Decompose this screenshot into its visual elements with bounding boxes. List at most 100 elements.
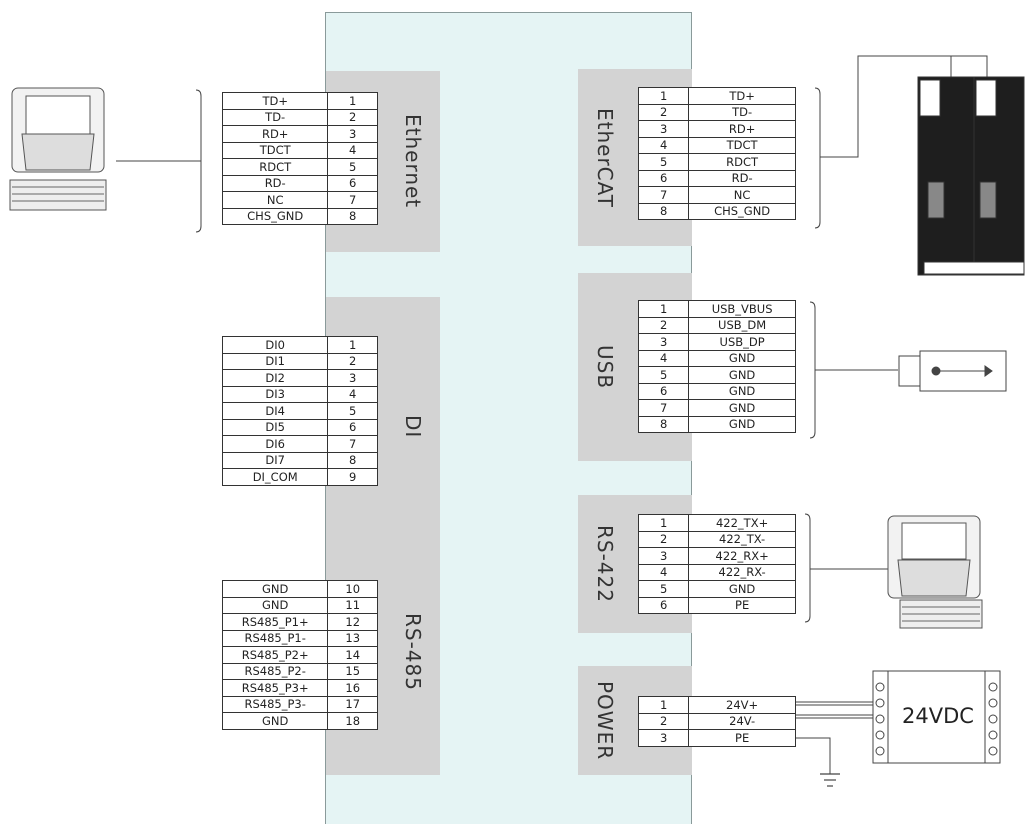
pin-signal: RD+	[221, 125, 329, 143]
pin-signal: RD-	[221, 174, 329, 192]
usb-title: USB	[593, 344, 617, 390]
rs422-title: RS-422	[593, 525, 617, 603]
pin-number: 2	[637, 316, 690, 334]
pin-signal: DI_COM	[221, 468, 329, 486]
pin-signal: RDCT	[221, 158, 329, 176]
pin-number: 4	[327, 141, 378, 159]
pin-number: 16	[327, 679, 378, 697]
pin-number: 15	[327, 662, 378, 680]
pin-signal: TDCT	[221, 141, 329, 159]
pin-signal: 422_RX+	[688, 547, 796, 565]
ground-icon	[820, 773, 840, 787]
rs485-title: RS-485	[401, 613, 425, 691]
computer-icon-rs422	[887, 515, 983, 629]
pin-signal: GND	[688, 366, 796, 384]
rs485-pin-row: RS485_P2+14	[221, 646, 378, 664]
pin-signal: PE	[688, 729, 796, 747]
pin-signal: 422_RX-	[688, 563, 796, 581]
ethernet-title: Ethernet	[401, 114, 425, 209]
rs485-pin-row: RS485_P3-17	[221, 695, 378, 713]
power-wire-pe	[796, 737, 831, 774]
usb-bracket	[809, 301, 816, 439]
pin-signal: CHS_GND	[688, 202, 796, 220]
pin-number: 17	[327, 695, 378, 713]
pin-number: 5	[327, 402, 378, 420]
rs422-bracket	[804, 513, 811, 623]
power-title: POWER	[593, 680, 617, 761]
ethercat-title: EtherCAT	[593, 107, 617, 208]
ethernet-pin-row: TD+1	[221, 92, 378, 110]
pin-signal: DI1	[221, 352, 329, 370]
pin-signal: RDCT	[688, 153, 796, 171]
pin-signal: CHS_GND	[221, 207, 329, 225]
psu-label: 24VDC	[902, 704, 974, 728]
ethernet-pin-row: TD-2	[221, 108, 378, 126]
pin-signal: 24V+	[688, 696, 796, 714]
pin-signal: PE	[688, 596, 796, 614]
computer-icon	[9, 87, 107, 211]
pin-signal: GND	[688, 580, 796, 598]
pin-signal: TD-	[688, 103, 796, 121]
pin-signal: RD+	[688, 120, 796, 138]
psu-block	[872, 670, 1001, 764]
pin-number: 6	[637, 596, 690, 614]
pin-number: 8	[637, 415, 690, 433]
ethercat-wire	[820, 55, 988, 158]
ethernet-pin-row: RD-6	[221, 174, 378, 192]
rs485-pin-row: RS485_P1+12	[221, 613, 378, 631]
pin-number: 3	[637, 729, 690, 747]
servo-drive-icon	[917, 76, 1025, 276]
pin-number: 9	[327, 468, 378, 486]
di-title: DI	[401, 415, 425, 439]
pin-signal: GND	[688, 415, 796, 433]
pin-signal: RS485_P3-	[221, 695, 329, 713]
pin-number: 12	[327, 613, 378, 631]
pin-number: 13	[327, 629, 378, 647]
pin-signal: 422_TX-	[688, 530, 796, 548]
ethercat-bracket	[814, 87, 821, 229]
pin-signal: RS485_P2+	[221, 646, 329, 664]
pin-number: 8	[637, 202, 690, 220]
pin-number: 18	[327, 712, 378, 730]
usb-drive-icon	[898, 350, 1007, 392]
pin-signal: GND	[221, 712, 329, 730]
pin-signal: 422_TX+	[688, 514, 796, 532]
ethernet-pin-row: RD+3	[221, 125, 378, 143]
pin-number: 8	[327, 207, 378, 225]
pin-signal: DI4	[221, 402, 329, 420]
